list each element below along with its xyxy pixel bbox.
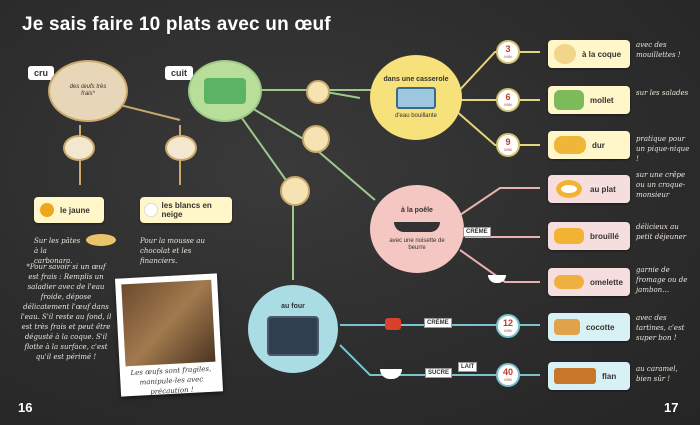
cocotte-icon (554, 319, 580, 335)
bowl-icon (488, 275, 506, 283)
sugar-box: SUCRE (425, 368, 453, 378)
page-number-right: 17 (664, 400, 679, 415)
salad-icon (554, 90, 584, 110)
boiled-egg-icon (554, 44, 576, 64)
fresh-eggs-circle: des œufs très frais* (48, 60, 128, 122)
flan-icon (554, 368, 596, 384)
oven-circle: au four (248, 285, 338, 373)
dish-card-brouille: brouillé (548, 222, 630, 250)
dish-card-flan: flan (548, 362, 630, 390)
cracked-egg-icon (63, 135, 95, 161)
pan-butter: avec une noisette de beurre (389, 237, 445, 251)
dish-note-flan: au caramel, bien sûr ! (636, 365, 678, 383)
dish-note-mollet: sur les salades (636, 89, 689, 97)
dish-card-au-plat: au plat (548, 175, 630, 203)
cream-pot-1: CRÈME (424, 318, 452, 328)
dish-card-dur: dur (548, 131, 630, 159)
dish-card-mollet: mollet (548, 86, 630, 114)
pot-circle: dans une casserole d'eau bouillante (370, 55, 462, 140)
pan-circle: à la poêle avec une noisette de beurre (370, 185, 464, 273)
dish-note-cocotte: avec des tartines, c'est super bon ! (636, 314, 685, 342)
page-number-left: 16 (18, 400, 33, 415)
frying-pan-icon (394, 221, 440, 232)
yolk-note: Sur les pâtes à la carbonara. (34, 237, 81, 265)
cracked-egg-icon-2 (280, 176, 310, 206)
page-title: Je sais faire 10 plats avec un œuf (22, 14, 331, 35)
egg-white-icon (144, 203, 158, 217)
fried-egg-icon (552, 176, 586, 202)
child-with-eggs-photo (121, 279, 216, 367)
cooked-badge: cuit (165, 66, 194, 80)
hard-egg-icon (554, 136, 586, 154)
egg-white-card: les blancs en neige (140, 197, 232, 223)
dish-note-au-plat: sur une crêpe ou un croque-monsieur (636, 171, 686, 199)
freshness-tip: *Pour savoir si un œuf est frais : Rempl… (20, 263, 112, 361)
milk-bottle: LAIT (458, 362, 478, 372)
egg-white-label: les blancs en neige (161, 201, 212, 219)
pot-icon (396, 86, 436, 109)
egg-carton-circle (188, 60, 262, 122)
egg-carton-icon (204, 78, 246, 104)
dish-note-omelette: garnie de fromage ou de jambon… (636, 266, 688, 294)
cream-pot-2: CRÈME (463, 227, 491, 237)
pan-title: à la poêle (401, 206, 433, 214)
mixing-bowl-icon (380, 369, 402, 379)
fresh-eggs-note: des œufs très frais* (69, 84, 107, 97)
photo-caption: Les œufs sont fragiles, manipule-les ave… (130, 364, 212, 397)
dish-note-dur: pratique pour un pique-nique ! (636, 135, 690, 163)
dish-note-brouille: délicieux au petit déjeuner (636, 223, 687, 241)
pasta-icon (86, 234, 116, 246)
oven-title: au four (281, 302, 305, 310)
yolk-icon (40, 203, 54, 217)
egg-white-note: Pour la mousse au chocolat et les financ… (140, 237, 205, 265)
egg-icon-2 (302, 125, 330, 153)
ramekin-icon (385, 318, 401, 330)
photo-frame: Les œufs sont fragiles, manipule-les ave… (114, 273, 224, 397)
scrambled-egg-icon (554, 228, 584, 244)
dish-note-a-la-coque: avec des mouillettes ! (636, 41, 681, 59)
pot-water: d'eau bouillante (395, 112, 437, 119)
yolk-label: le jaune (60, 205, 90, 215)
dish-card-omelette: omelette (548, 268, 630, 296)
oven-icon (267, 315, 319, 356)
omelette-icon (554, 275, 584, 289)
whisk-bowl-icon (165, 135, 197, 161)
egg-icon (306, 80, 330, 104)
dish-card-a-la-coque: à la coque (548, 40, 630, 68)
dish-card-cocotte: cocotte (548, 313, 630, 341)
raw-badge: cru (28, 66, 55, 80)
yolk-card: le jaune (34, 197, 104, 223)
pot-title: dans une casserole (383, 75, 449, 83)
